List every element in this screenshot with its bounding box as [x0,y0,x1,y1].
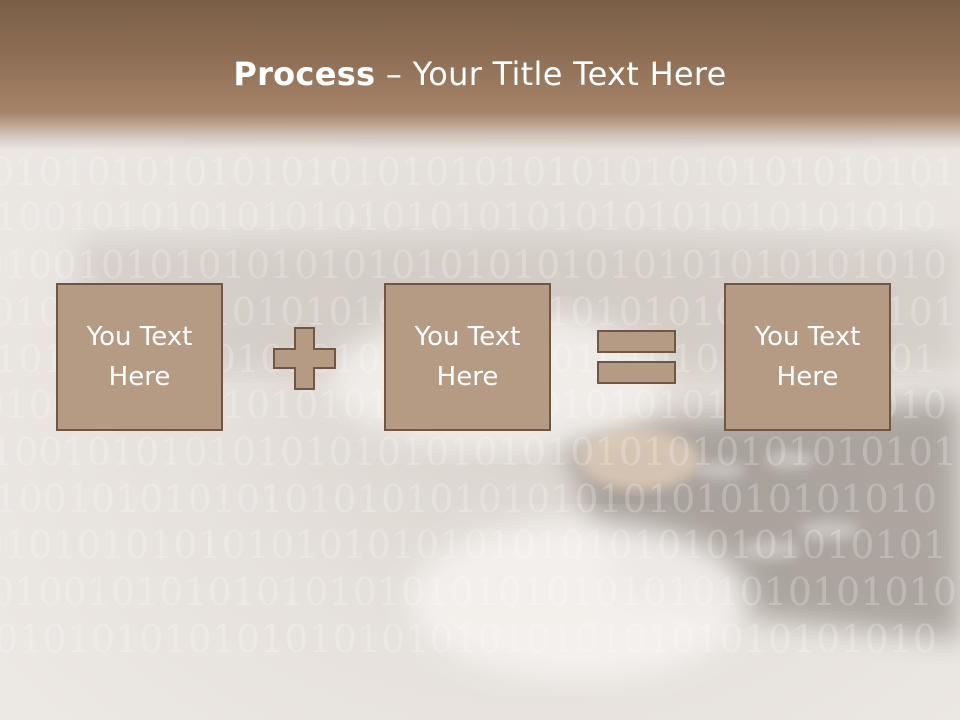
slide-title: Process – Your Title Text Here [0,52,960,96]
process-box-2-text: You Text Here [414,322,521,392]
title-bold-text: Process [233,55,376,93]
process-box-3-text: You Text Here [754,322,861,392]
svg-text:100101010101010101010101010101: 1001010101010101010101010101010101010101 [0,430,957,474]
process-box-2[interactable]: You Text Here [384,283,551,431]
process-box-3[interactable]: You Text Here [724,283,891,431]
equals-icon [597,330,676,384]
process-box-1[interactable]: You Text Here [56,283,223,431]
svg-text:010101010101010101010101010101: 0101010101010101010101010101010101010101 [0,523,947,567]
svg-text:010010101010101010101010101010: 0100101010101010101010101010101010101010 [0,477,937,521]
svg-text:010010101010101010101010101010: 0100101010101010101010101010101010101010 [0,570,957,614]
svg-text:101010101010101010101010101010: 1010101010101010101010101010101010101010 [0,617,937,661]
process-box-1-text: You Text Here [86,322,193,392]
svg-text:010101010101010101010101010101: 0101010101010101010101010101010101010101 [0,150,957,194]
svg-text:010010101010101010101010101010: 0100101010101010101010101010101010101010 [0,195,937,239]
title-rest-text: – Your Title Text Here [375,55,727,93]
svg-text:010010101010101010101010101010: 0100101010101010101010101010101010101010 [0,243,947,287]
plus-icon [273,327,336,390]
title-band [0,0,960,150]
